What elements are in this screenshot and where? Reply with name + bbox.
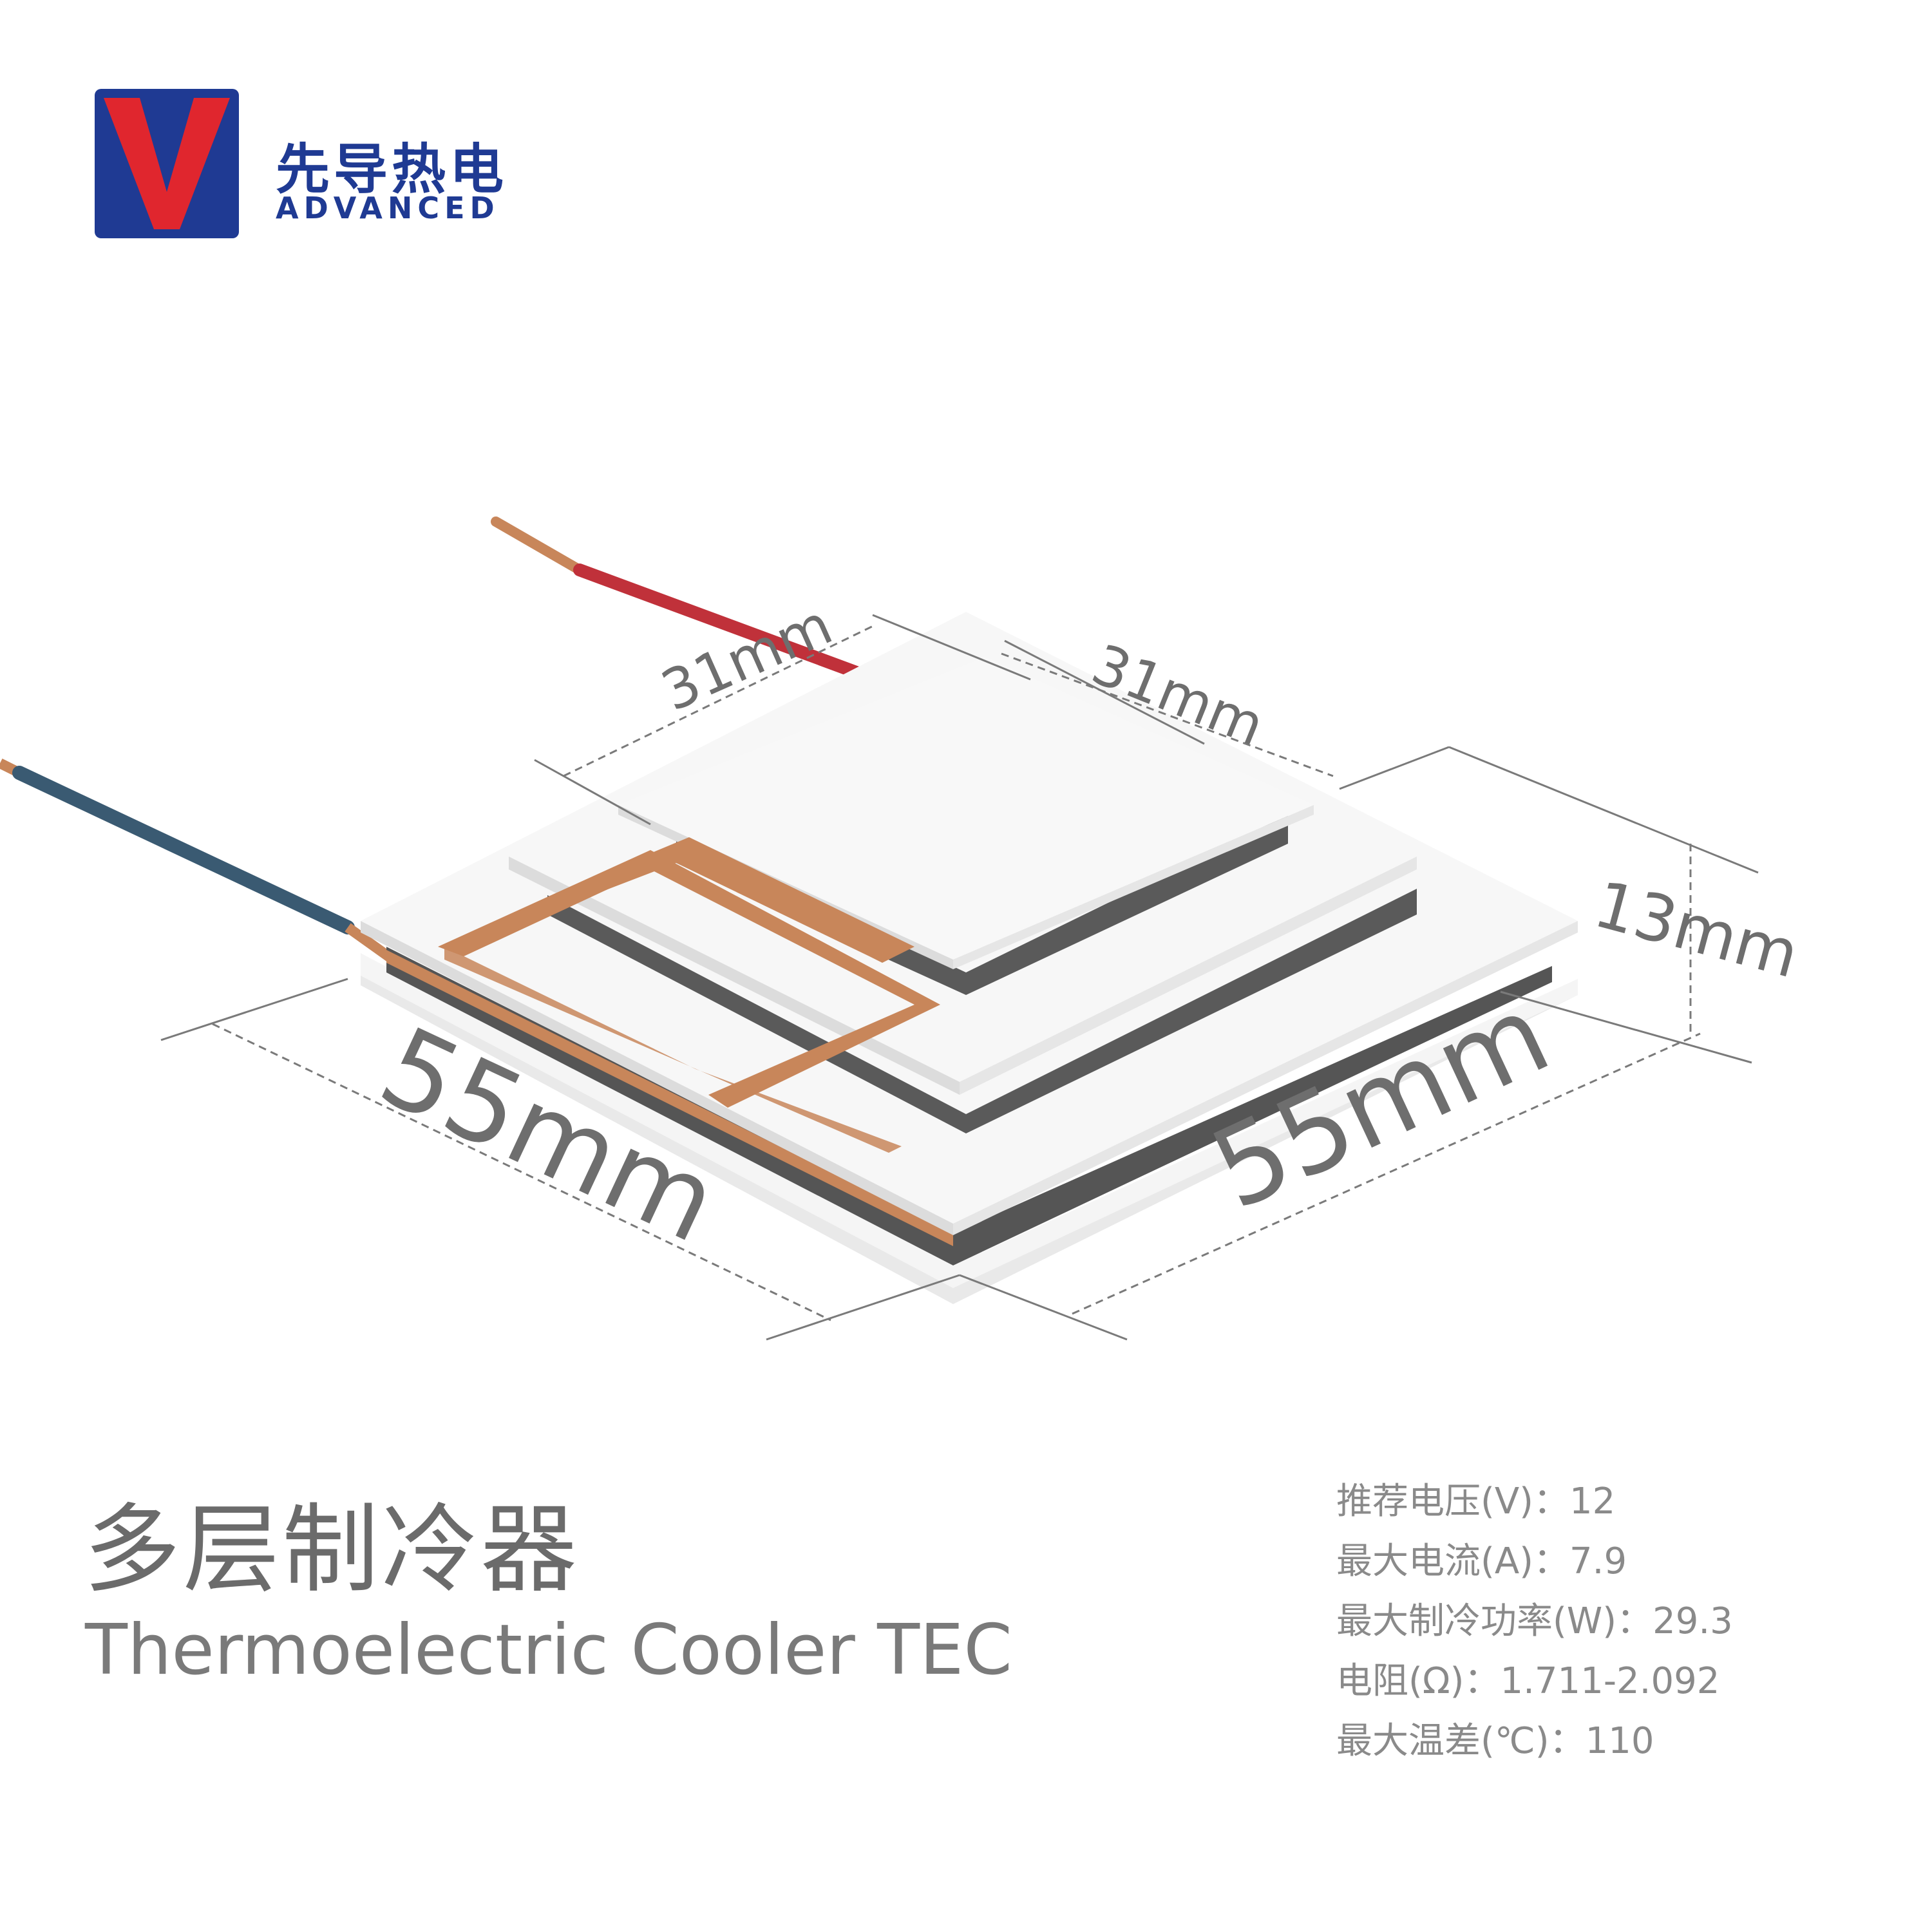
- spec-value: 7.9: [1569, 1540, 1627, 1582]
- product-title-en: Thermoelectric Cooler TEC: [85, 1610, 1012, 1690]
- spec-row-resistance: 电阻(Ω)：1.711-2.092: [1336, 1660, 1720, 1702]
- spec-row-voltage: 推荐电压(V)：12: [1336, 1481, 1616, 1522]
- dimension-lines: [160, 614, 1759, 1341]
- red-wire: [491, 516, 908, 696]
- spec-value: 1.711-2.092: [1500, 1660, 1720, 1702]
- product-title-cn: 多层制冷器: [84, 1494, 580, 1606]
- spec-label: 最大电流(A): [1336, 1540, 1534, 1582]
- spec-value: 29.3: [1653, 1600, 1733, 1642]
- spec-row-current: 最大电流(A)：7.9: [1336, 1540, 1627, 1582]
- stage-top: [573, 657, 1314, 995]
- spec-row-cooling-power: 最大制冷功率(W)：29.3: [1336, 1600, 1733, 1642]
- spec-value: 12: [1569, 1481, 1616, 1522]
- spec-label: 推荐电压(V): [1336, 1481, 1534, 1522]
- spec-list: 推荐电压(V)：12 最大电流(A)：7.9 最大制冷功率(W)：29.3 电阻…: [1336, 1472, 1733, 1771]
- spec-row-temp-difference: 最大温差(℃)：110: [1336, 1720, 1654, 1762]
- brand-name-cn: 先导热电: [276, 138, 508, 201]
- spec-label: 最大温差(℃): [1336, 1720, 1549, 1762]
- product-illustration: 31mm 31mm 13mm 55mm 55mm: [0, 516, 1806, 1341]
- spec-value: 110: [1585, 1720, 1654, 1762]
- spec-label: 电阻(Ω): [1336, 1660, 1464, 1702]
- dim-height-label: 13mm: [1587, 866, 1806, 992]
- spec-label: 最大制冷功率(W): [1336, 1600, 1617, 1642]
- brand-logo-icon: [95, 89, 239, 238]
- blue-wire: [0, 758, 396, 964]
- brand-name-en: ADVANCED: [276, 191, 500, 225]
